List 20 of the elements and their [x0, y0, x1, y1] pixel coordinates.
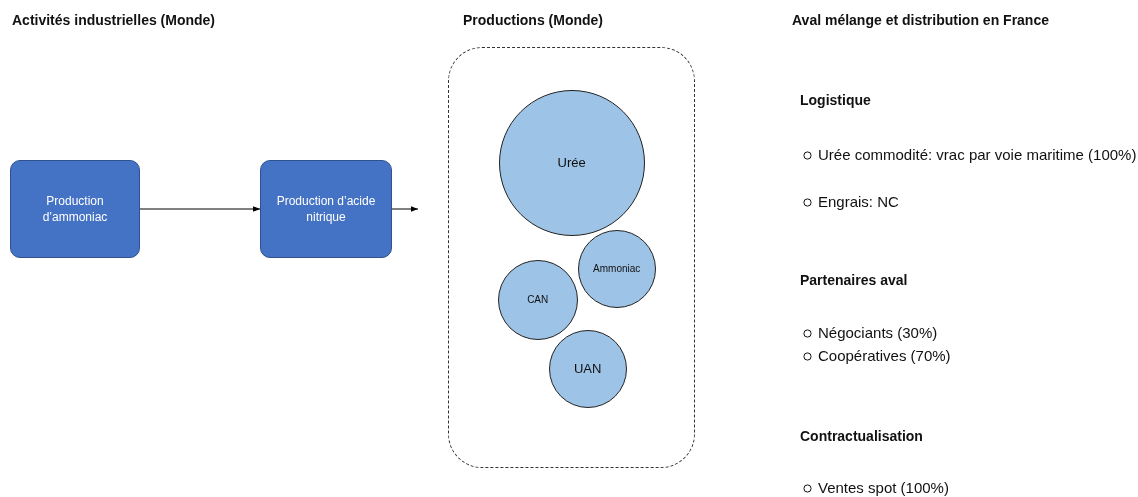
product-circle: CAN	[497, 259, 578, 340]
list-item: Négociants (30%)	[818, 323, 939, 343]
list-item: Urée commodité: vrac par voie maritime (100%)	[818, 145, 1138, 165]
dashed-container	[448, 47, 695, 468]
heading: Contractualisation	[800, 428, 923, 444]
heading: Activités industrielles (Monde)	[12, 12, 216, 28]
product-circle: Urée	[498, 89, 645, 236]
process-box: Production d’ammoniac	[10, 160, 140, 258]
heading: Partenaires aval	[800, 272, 908, 288]
heading: Logistique	[800, 92, 871, 108]
list-item: Engrais: NC	[818, 192, 900, 212]
heading: Aval mélange et distribution en France	[792, 12, 1049, 28]
list-item: Ventes spot (100%)	[818, 478, 950, 497]
arrow	[139, 206, 261, 212]
product-circle: Ammoniac	[577, 229, 656, 308]
list-item: Coopératives (70%)	[818, 346, 952, 366]
heading: Productions (Monde)	[463, 12, 603, 28]
arrow	[391, 206, 419, 212]
process-box: Production d’acide nitrique	[260, 160, 392, 258]
product-circle: UAN	[548, 329, 627, 408]
